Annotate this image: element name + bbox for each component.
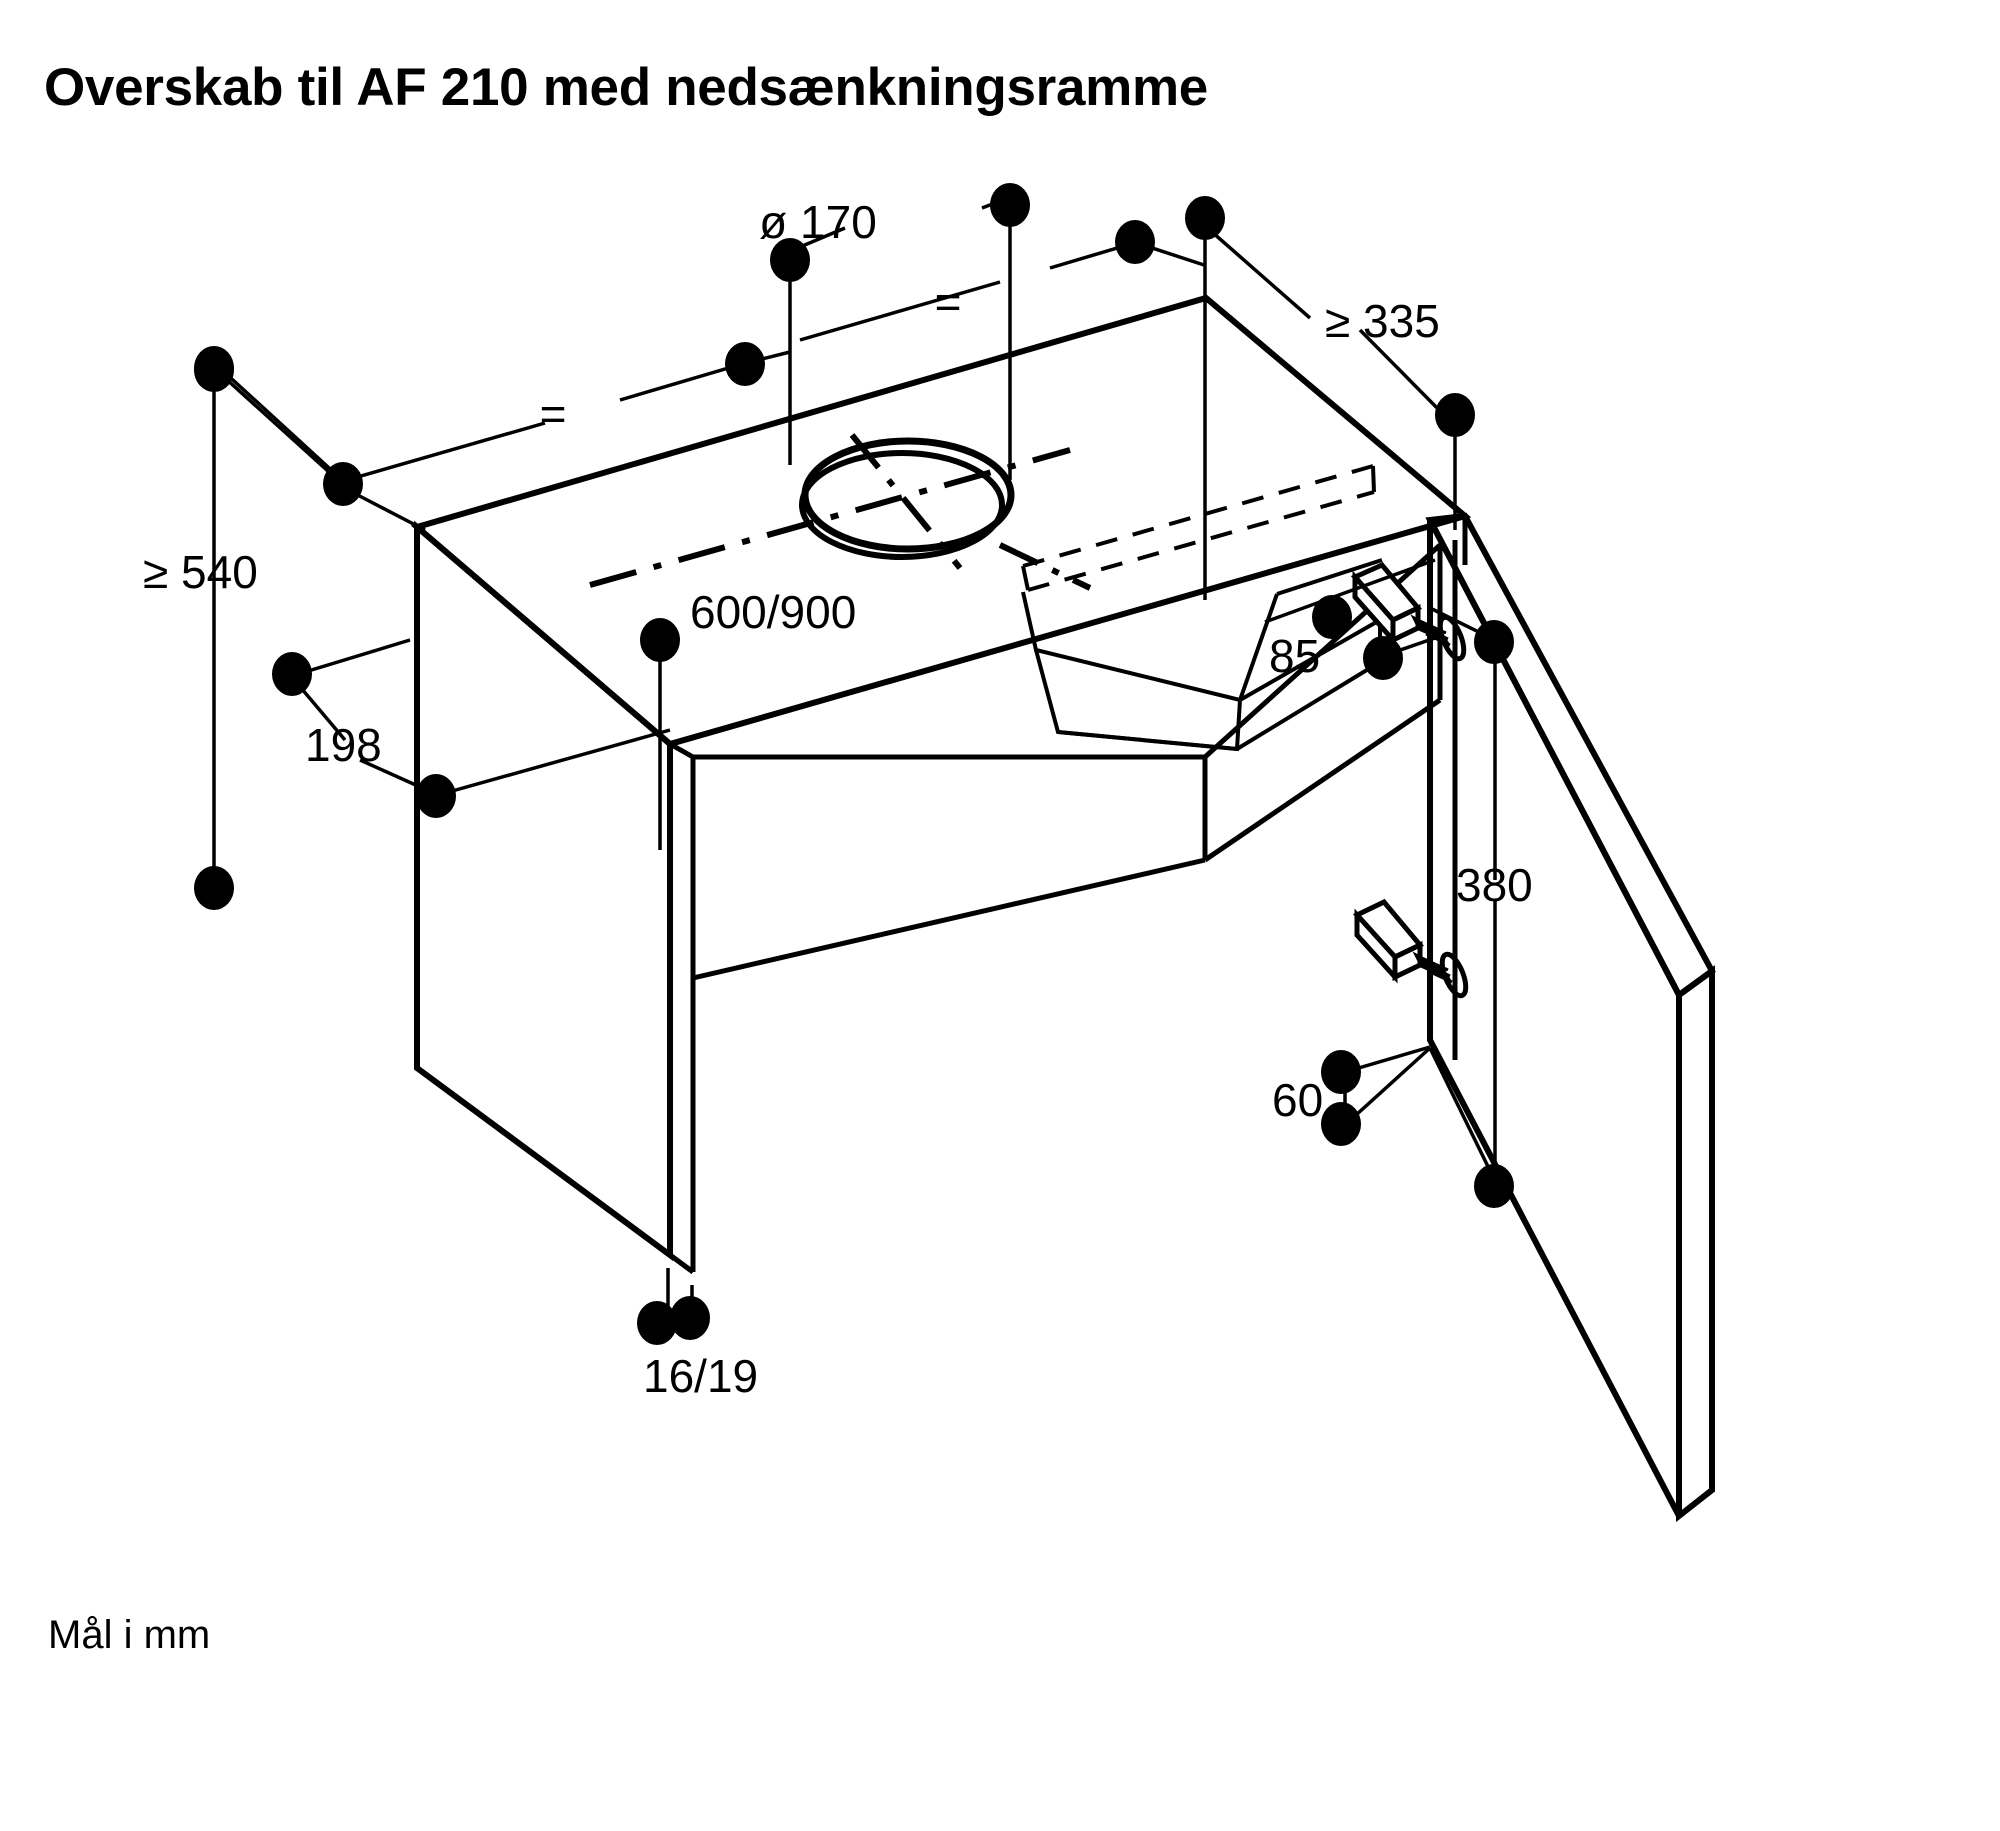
lower-hinge — [1352, 898, 1424, 984]
vent-centerline-extension — [998, 542, 1092, 591]
dim-label-hinge-bottom: 60 — [1272, 1074, 1323, 1126]
dim-label-depth-min: ≥ 335 — [1325, 295, 1440, 347]
dim-label-panel-thickness: 16/19 — [643, 1350, 758, 1402]
dim-dot — [194, 348, 234, 392]
vent-hole-inner-circle — [799, 450, 1005, 560]
dim-dot — [637, 1301, 677, 1345]
vent-centerline-short — [849, 433, 963, 570]
dim-label-door-height: 380 — [1456, 859, 1533, 911]
dim-dot — [1185, 196, 1225, 240]
dim-dot — [1435, 393, 1475, 437]
dim-dot — [1321, 1102, 1361, 1146]
dim-label-equal-left: = — [540, 388, 567, 440]
lower-hinge-screw — [1412, 951, 1469, 999]
dim-label-hinge-inset: 85 — [1269, 630, 1320, 682]
cabinet-interior — [690, 697, 1442, 1272]
dim-dot — [1474, 1164, 1514, 1208]
page-title: Overskab til AF 210 med nedsænkningsramm… — [44, 58, 1208, 117]
dim-dot — [1474, 620, 1514, 664]
dimension-dots — [194, 183, 1514, 1345]
dim-dot — [416, 774, 456, 818]
cabinet-door-panel — [1425, 512, 1716, 1523]
dim-dot — [990, 183, 1030, 227]
vent-centerline-long — [589, 447, 1071, 588]
units-caption: Mål i mm — [48, 1613, 211, 1657]
dim-label-front-height: 198 — [305, 719, 382, 771]
dim-label-equal-right: = — [935, 276, 962, 328]
vent-hole-circle — [801, 437, 1015, 553]
dim-dot — [1312, 595, 1352, 639]
dim-dot — [194, 866, 234, 910]
dimension-lines — [212, 198, 1499, 1330]
dim-dot — [272, 652, 312, 696]
dim-dot — [1321, 1050, 1361, 1094]
dim-dot — [725, 342, 765, 386]
left-panel-bottom-edge — [668, 1252, 695, 1275]
dim-label-height-min: ≥ 540 — [143, 546, 258, 598]
dim-label-vent-diameter: ø 170 — [759, 196, 877, 248]
dim-dot — [323, 462, 363, 506]
dim-dot — [670, 1296, 710, 1340]
dim-dot — [1363, 636, 1403, 680]
dim-dot — [1115, 220, 1155, 264]
left-side-panel — [667, 741, 696, 1275]
dim-dot — [640, 618, 680, 662]
dim-dot — [770, 238, 810, 282]
dim-label-cabinet-width: 600/900 — [690, 586, 856, 638]
recessed-frame — [1021, 464, 1383, 752]
